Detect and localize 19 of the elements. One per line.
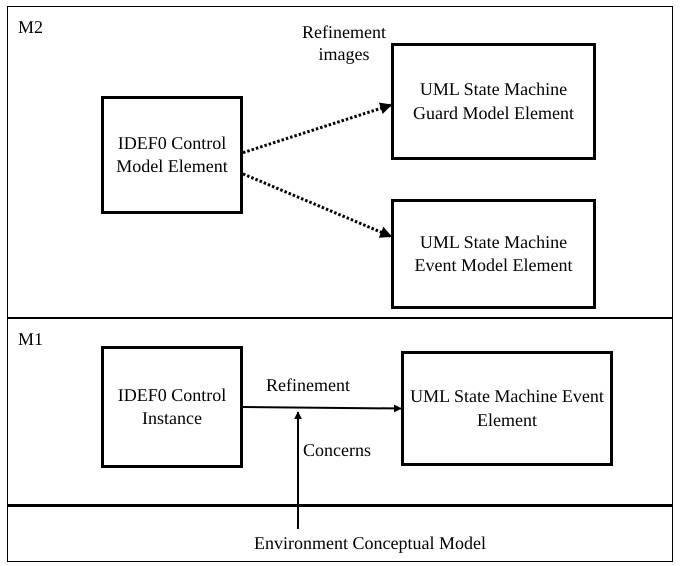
process-box — [101, 96, 243, 214]
box-text: UML State Machine Event Element — [409, 385, 605, 432]
box-text: IDEF0 Control Instance — [116, 384, 228, 430]
box-text: IDEF0 Control Model Element — [115, 132, 229, 178]
layer-panel — [7, 6, 673, 318]
box-text: UML State Machine Event Model Element — [414, 230, 574, 277]
arrow — [243, 404, 402, 412]
layer-panel — [7, 318, 673, 505]
process-box — [101, 346, 243, 468]
arrow — [242, 102, 392, 154]
layer-label: M2 — [18, 17, 44, 38]
arrow — [294, 411, 302, 529]
process-box — [391, 43, 596, 160]
process-box — [391, 199, 596, 309]
node-text: Environment Conceptual Model — [253, 533, 487, 554]
arrow — [242, 172, 392, 238]
layer-label: M1 — [18, 329, 44, 350]
process-box — [401, 351, 613, 466]
box-text: UML State Machine Guard Model Element — [412, 78, 575, 124]
